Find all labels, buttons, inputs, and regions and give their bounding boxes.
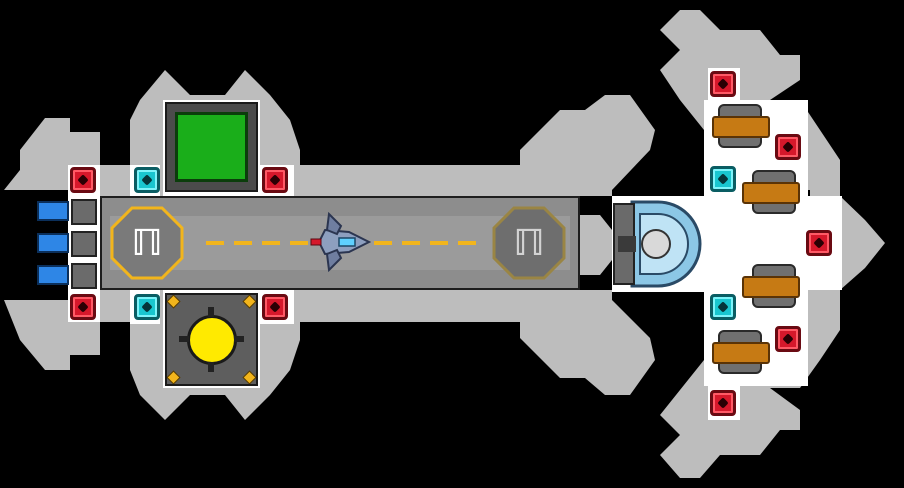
engine-1-housing — [71, 199, 97, 225]
engine-2-housing — [71, 231, 97, 257]
pad-marker-front: ℿ — [513, 222, 545, 264]
weapon-turret-1[interactable] — [712, 104, 772, 150]
turret-barrel — [712, 116, 770, 138]
centerline-dash — [234, 241, 252, 245]
weapon-turret-2[interactable] — [742, 170, 802, 216]
centerline-dash — [262, 241, 280, 245]
reactor-bolts-icon — [167, 295, 256, 384]
hull-left-lower-wing — [4, 300, 100, 370]
hangar-system[interactable] — [165, 102, 258, 192]
door-node-icon[interactable] — [70, 294, 96, 320]
engine-1[interactable] — [35, 199, 99, 225]
door-node-icon[interactable] — [70, 167, 96, 193]
shield-system-icon[interactable] — [612, 198, 704, 290]
reactor-system[interactable] — [165, 293, 258, 386]
door-node-icon[interactable] — [710, 390, 736, 416]
landing-pad-rear[interactable]: ℿ — [110, 206, 184, 280]
door-node-icon[interactable] — [262, 167, 288, 193]
door-node-icon[interactable] — [262, 294, 288, 320]
centerline-dash — [430, 241, 448, 245]
door-node-icon[interactable] — [775, 134, 801, 160]
centerline-dash — [206, 241, 224, 245]
hull-left-upper-wing — [4, 118, 100, 190]
hull-nose-left — [580, 215, 612, 275]
centerline-dash — [290, 241, 308, 245]
crew-node-icon[interactable] — [710, 166, 736, 192]
weapon-turret-4[interactable] — [712, 330, 772, 376]
crew-node-icon[interactable] — [134, 294, 160, 320]
turret-barrel — [712, 342, 770, 364]
engine-3[interactable] — [35, 263, 99, 289]
hull-hangar-pylon — [130, 70, 300, 165]
turret-barrel — [742, 276, 800, 298]
centerline-dash — [374, 241, 392, 245]
octagon-pad-icon — [110, 206, 184, 280]
centerline-dash — [458, 241, 476, 245]
door-node-icon[interactable] — [775, 326, 801, 352]
fighter-ship-icon[interactable] — [307, 212, 377, 272]
engine-3-housing — [71, 263, 97, 289]
landing-pad-front[interactable]: ℿ — [492, 206, 566, 280]
door-node-icon[interactable] — [806, 230, 832, 256]
hull-forward-lower — [520, 290, 655, 395]
weapon-turret-3[interactable] — [742, 264, 802, 310]
centerline-dash — [402, 241, 420, 245]
turret-barrel — [742, 182, 800, 204]
engine-3-cell — [37, 265, 69, 285]
door-node-icon[interactable] — [710, 71, 736, 97]
pad-marker-rear: ℿ — [131, 222, 163, 264]
hangar-door — [175, 112, 248, 182]
crew-node-icon[interactable] — [710, 294, 736, 320]
flight-deck: ℿ ℿ — [100, 196, 580, 290]
engine-1-cell — [37, 201, 69, 221]
crew-node-icon[interactable] — [134, 167, 160, 193]
octagon-pad-icon — [492, 206, 566, 280]
hull-reactor-pylon — [130, 322, 300, 420]
hull-forward-upper — [520, 95, 655, 196]
engine-2[interactable] — [35, 231, 99, 257]
engine-2-cell — [37, 233, 69, 253]
